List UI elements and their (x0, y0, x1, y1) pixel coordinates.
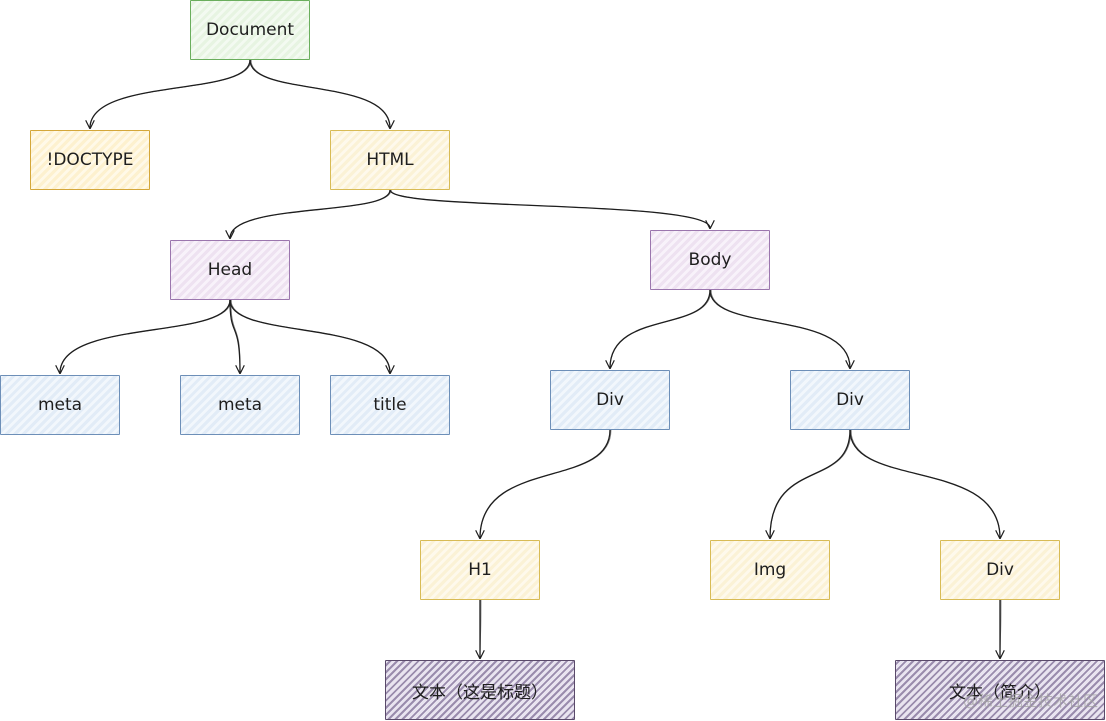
edge-body-to-div_right (709, 289, 850, 368)
edge-sketch-head-to-meta2 (230, 299, 241, 374)
edge-sketch-document-to-doctype (89, 59, 252, 129)
watermark: @稀土掘金技术社区 (962, 692, 1098, 710)
edge-div_right-to-img (770, 429, 851, 538)
edge-sketch-h1-to-text_title (479, 599, 482, 659)
document-node: Document (190, 0, 310, 60)
div-node-left: Div (550, 370, 670, 430)
edge-html-to-head (230, 189, 391, 238)
body-node: Body (650, 230, 770, 290)
edge-head-to-title (229, 299, 390, 373)
meta-node-2: meta (180, 375, 300, 435)
edge-sketch-div_right-to-div_inner (850, 429, 1001, 539)
edge-sketch-div_inner-to-text_intro (999, 599, 1002, 659)
div-node-inner: Div (940, 540, 1060, 600)
doctype-node: !DOCTYPE (30, 130, 150, 190)
head-node: Head (170, 240, 290, 300)
edge-sketch-head-to-title (230, 299, 391, 374)
edge-sketch-html-to-head (229, 189, 392, 239)
edge-div_right-to-div_inner (849, 429, 1000, 538)
text-node-title: 文本（这是标题） (385, 660, 575, 720)
edge-sketch-div_left-to-h1 (479, 429, 612, 539)
img-node: Img (710, 540, 830, 600)
edge-div_left-to-h1 (480, 429, 611, 538)
edge-body-to-div_left (610, 289, 711, 368)
edge-document-to-doctype (90, 59, 251, 128)
edge-head-to-meta1 (60, 299, 231, 373)
edge-document-to-html (249, 59, 390, 128)
edge-sketch-document-to-html (250, 59, 391, 129)
html-node: HTML (330, 130, 450, 190)
h1-node: H1 (420, 540, 540, 600)
meta-node-1: meta (0, 375, 120, 435)
edge-sketch-div_right-to-img (769, 429, 852, 539)
div-node-right: Div (790, 370, 910, 430)
edge-sketch-body-to-div_left (609, 289, 712, 369)
edge-html-to-body (389, 189, 710, 228)
edge-sketch-html-to-body (390, 189, 711, 229)
edge-sketch-body-to-div_right (710, 289, 851, 369)
text-node-intro: 文本（简介） (895, 660, 1105, 720)
title-node: title (330, 375, 450, 435)
edge-sketch-head-to-meta1 (59, 299, 232, 374)
